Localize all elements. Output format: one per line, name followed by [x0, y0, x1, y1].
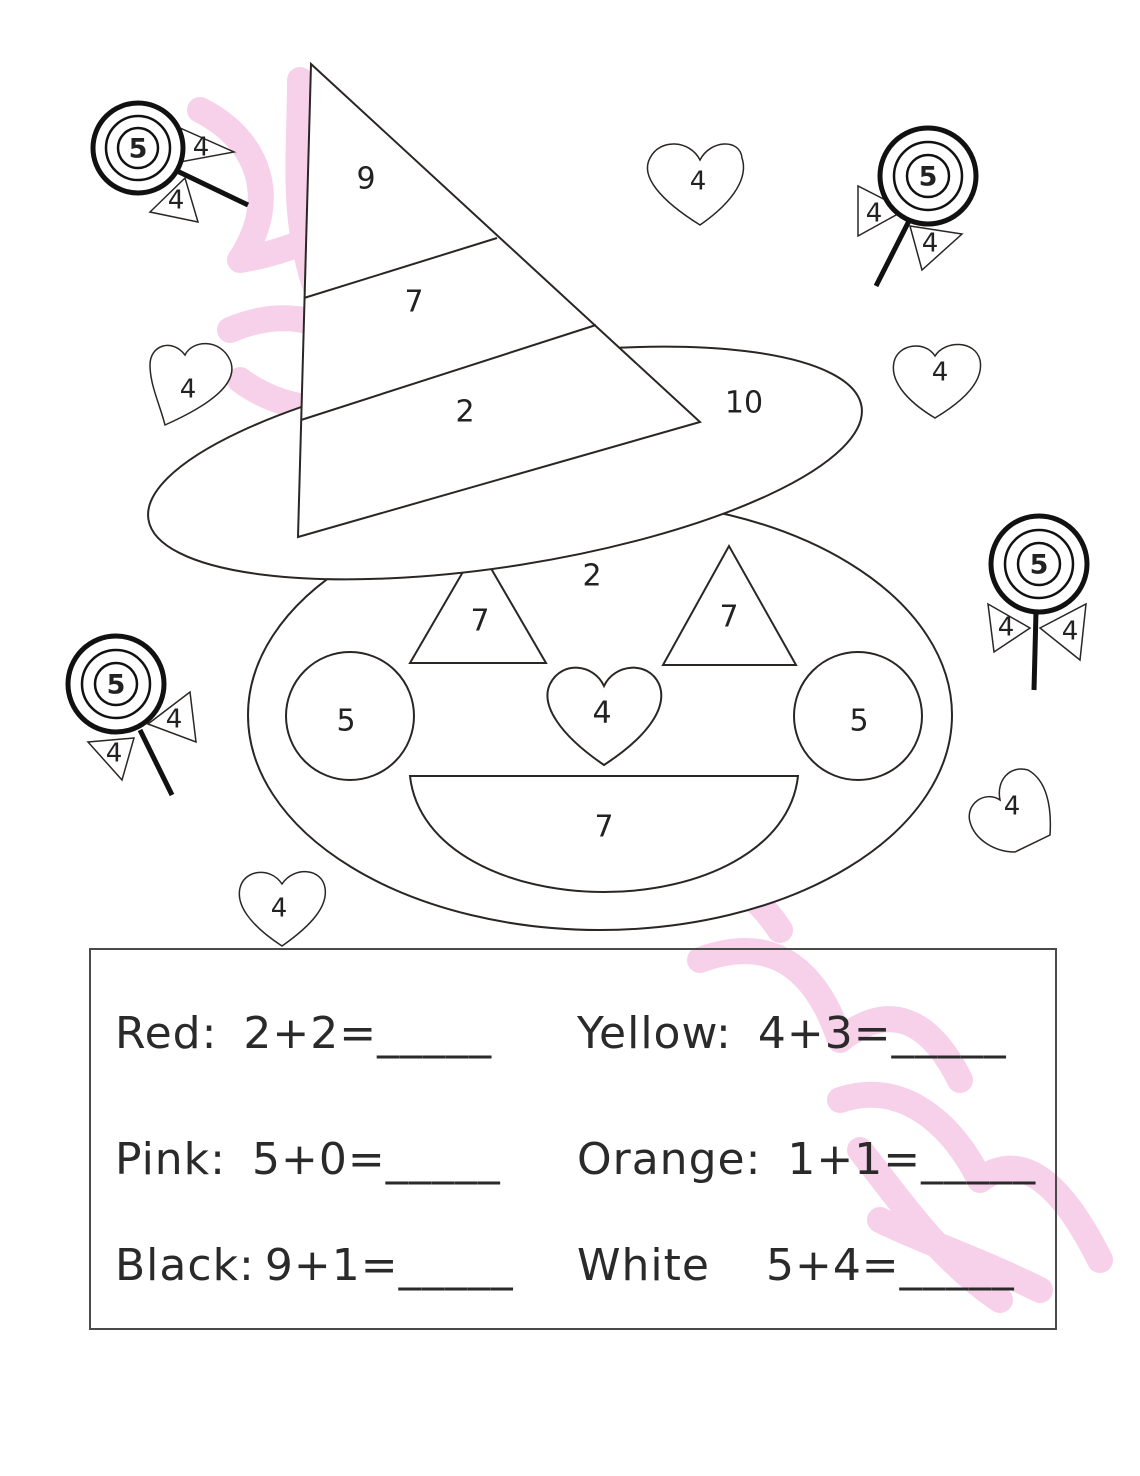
lollipop-bow-number: 4 [998, 613, 1015, 643]
lollipop-right: 5 4 4 [987, 513, 1090, 691]
heart-number: 4 [180, 375, 197, 405]
heart-left: 4 [149, 342, 233, 427]
key-problem: 5+4=_____ [765, 1240, 1015, 1291]
key-problem: 4+3=_____ [757, 1008, 1007, 1059]
hat-cone [296, 61, 702, 539]
lollipop-bow-number: 4 [166, 705, 183, 735]
key-problem: 5+0=_____ [251, 1134, 501, 1185]
key-row-red: Red: 2+2=_____ [115, 1008, 492, 1059]
lollipop-bow-number: 4 [922, 229, 939, 259]
heart-right: 4 [892, 343, 982, 419]
lollipop-bow-number: 4 [106, 739, 123, 769]
left-cheek-number: 5 [336, 704, 355, 739]
lollipop-top-left: 5 4 4 [90, 100, 250, 223]
mouth [408, 775, 800, 894]
lollipop-left: 5 4 4 [65, 633, 197, 797]
color-key-box: Red: 2+2=_____ Yellow: 4+3=_____ Pink: 5+0=… [89, 948, 1057, 1330]
key-row-pink: Pink: 5+0=_____ [115, 1134, 501, 1185]
key-problem: 1+1=_____ [787, 1134, 1037, 1185]
right-eye-number: 7 [719, 600, 738, 635]
lollipop-number: 5 [129, 134, 148, 165]
heart-number: 4 [271, 894, 288, 924]
key-row-white: White 5+4=_____ [577, 1240, 1015, 1291]
lollipop-bow-number: 4 [193, 133, 210, 163]
heart-bottom-left: 4 [238, 870, 327, 947]
lollipop-number: 5 [107, 670, 126, 701]
hat-band-line-bottom [300, 324, 597, 421]
right-cheek [793, 651, 923, 781]
left-eye [408, 544, 548, 664]
lollipop-bow [987, 602, 1032, 654]
heart-number: 4 [932, 358, 949, 388]
hat-bottom-number: 2 [455, 395, 474, 430]
hat-brim-number: 10 [725, 386, 763, 421]
hat-middle-number: 7 [404, 285, 423, 320]
key-color-label: Orange: [577, 1134, 762, 1185]
heart-lower-right: 4 [968, 768, 1052, 853]
lollipop-bow [908, 225, 964, 272]
key-row-orange: Orange: 1+1=_____ [577, 1134, 1036, 1185]
lollipop-bow [1038, 602, 1087, 662]
key-row-yellow: Yellow: 4+3=_____ [577, 1008, 1007, 1059]
key-color-label: White [577, 1240, 710, 1291]
left-cheek [285, 651, 415, 781]
mouth-number: 7 [594, 810, 613, 845]
right-cheek-number: 5 [849, 704, 868, 739]
pumpkin-number: 2 [582, 559, 601, 594]
key-color-label: Red: [115, 1008, 218, 1059]
lollipop-bow [146, 690, 197, 744]
lollipop-bow [86, 737, 136, 782]
key-problem: 9+1=_____ [264, 1240, 514, 1291]
nose-number: 4 [592, 696, 611, 731]
hat-tip-number: 9 [356, 162, 375, 197]
key-problem: 2+2=_____ [243, 1008, 493, 1059]
nose-heart [546, 666, 663, 767]
lollipop-bow [857, 184, 907, 238]
key-color-label: Black: [115, 1240, 255, 1291]
heart-number: 4 [690, 167, 707, 197]
left-eye-number: 7 [470, 604, 489, 639]
heart-number: 4 [1004, 792, 1021, 822]
lollipop-bow-number: 4 [168, 186, 185, 216]
right-eye [661, 543, 798, 666]
lollipop-bow [148, 176, 200, 223]
heart-top-right: 4 [646, 143, 745, 226]
key-row-black: Black:9+1=_____ [115, 1240, 514, 1291]
lollipop-top-right: 5 4 4 [857, 125, 979, 288]
key-color-label: Yellow: [577, 1008, 732, 1059]
lollipop-number: 5 [1030, 550, 1049, 581]
lollipop-bow-number: 4 [866, 199, 883, 229]
key-color-label: Pink: [115, 1134, 226, 1185]
lollipop-number: 5 [919, 162, 938, 193]
lollipop-bow-number: 4 [1062, 617, 1079, 647]
hat-band-line-top [303, 237, 498, 299]
